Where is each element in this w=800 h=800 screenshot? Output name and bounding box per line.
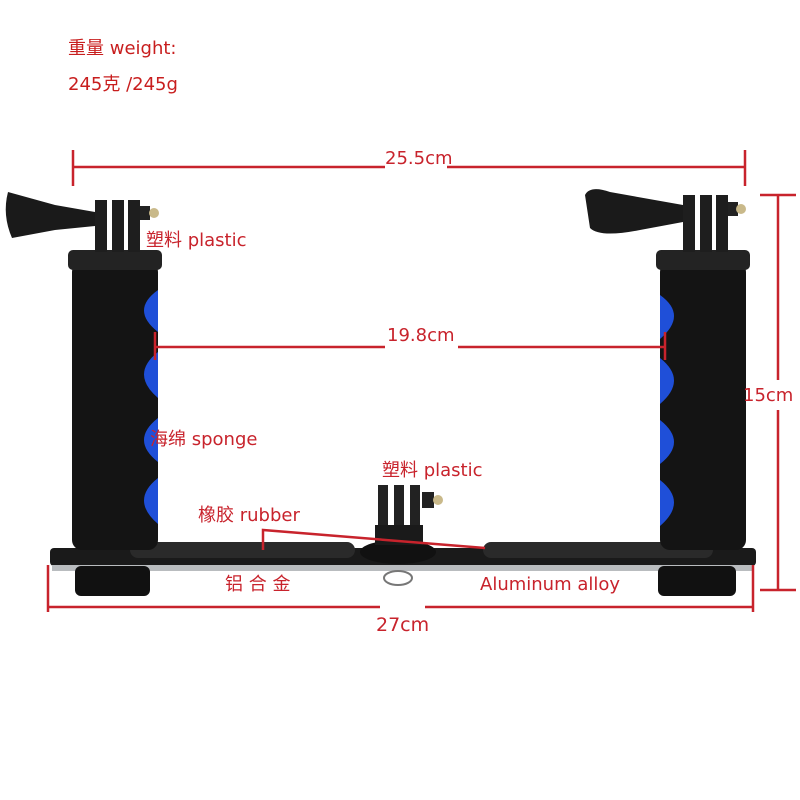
thumbscrew — [5, 192, 95, 238]
grip-material: 海绵 sponge — [150, 429, 258, 450]
rubber-pad-right — [483, 542, 713, 558]
top-width-label: 25.5cm — [385, 148, 453, 169]
dim-height — [760, 193, 796, 592]
aluminum-base-plate — [50, 540, 756, 596]
right-handle — [585, 189, 750, 550]
dim-grip-spacing — [153, 332, 667, 360]
plate-material-cn: 铝 合 金 — [225, 574, 291, 595]
foot-left — [75, 566, 150, 596]
weight-value: 245克 /245g — [68, 74, 178, 95]
weight-label: 重量 weight: — [68, 38, 177, 59]
center-gopro-mount — [375, 485, 443, 545]
rubber-pad-left — [130, 542, 355, 558]
dim-base-width — [46, 565, 755, 612]
height-label: 15cm — [743, 385, 794, 406]
pad-material: 橡胶 rubber — [198, 505, 300, 526]
foot-right — [658, 566, 736, 596]
base-width-label: 27cm — [376, 614, 430, 636]
rubber-pointer — [261, 528, 486, 550]
dimension-lines — [46, 150, 796, 612]
plate-material-en: Aluminum alloy — [480, 574, 621, 595]
left-handle — [5, 192, 162, 550]
grip-spacing-label: 19.8cm — [387, 325, 455, 346]
top-mount-material: 塑料 plastic — [146, 230, 247, 251]
center-mount-material: 塑料 plastic — [382, 460, 483, 481]
dim-top-width — [71, 150, 747, 186]
